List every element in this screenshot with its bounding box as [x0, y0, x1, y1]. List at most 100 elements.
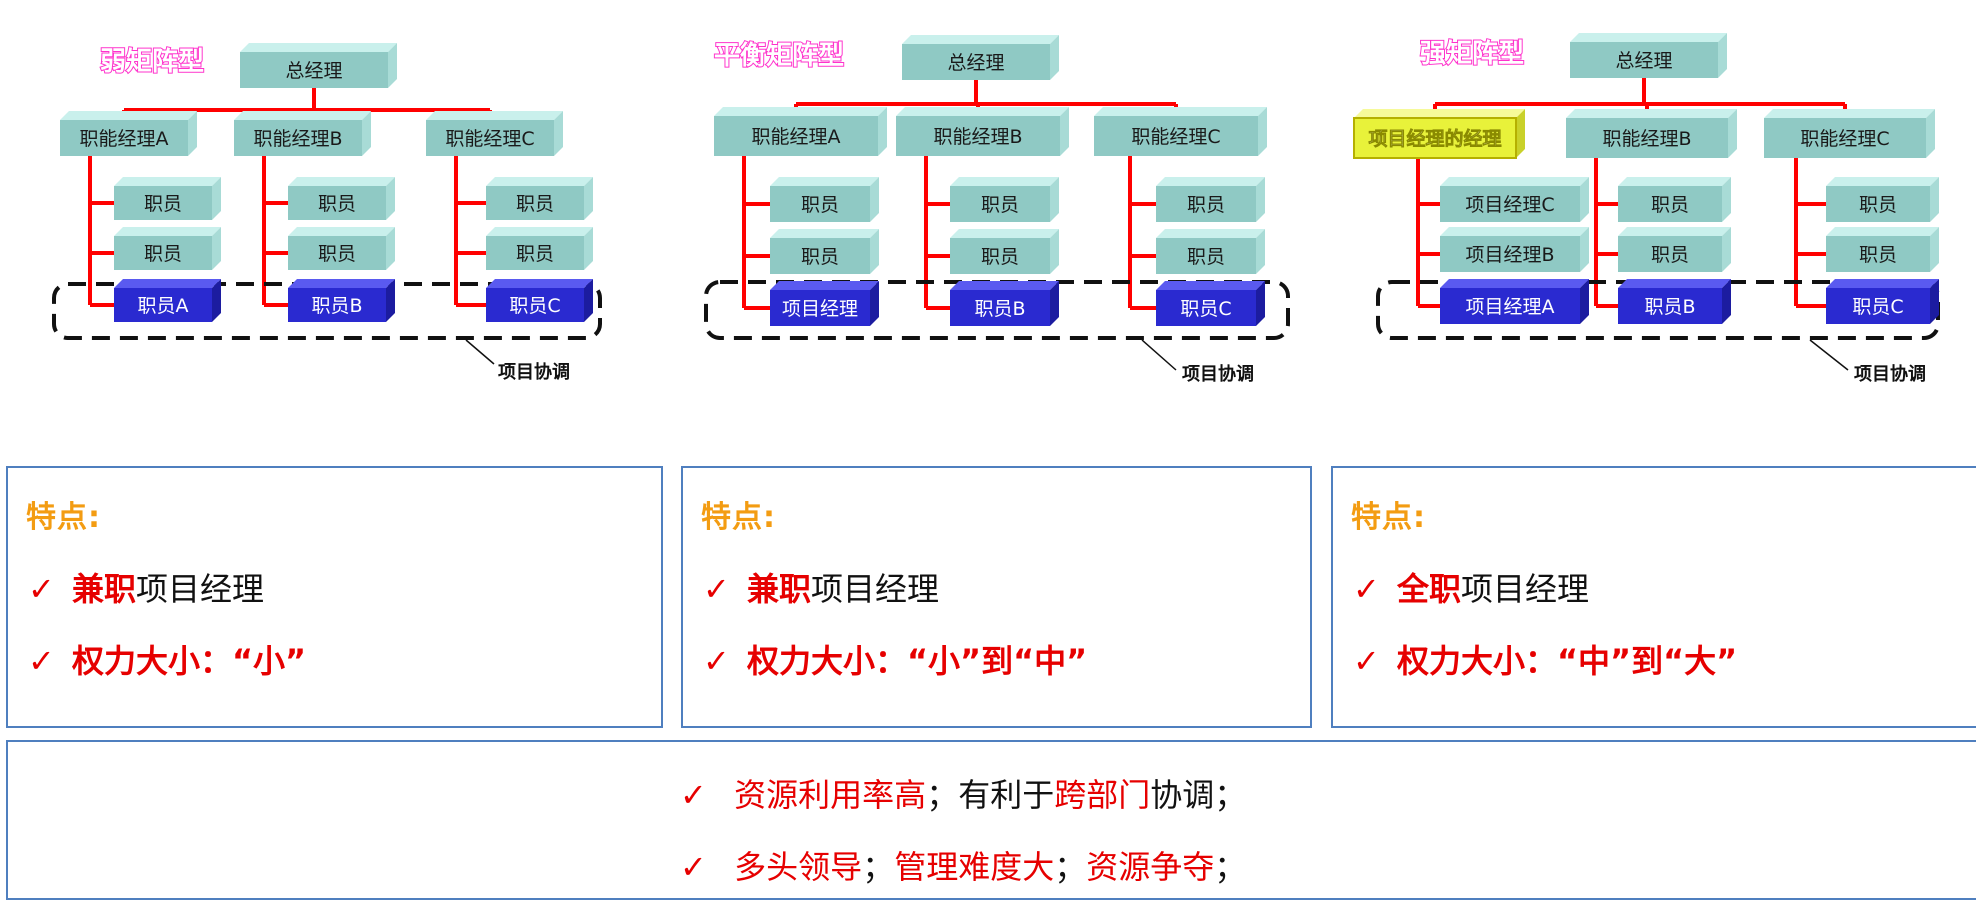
summary-segment: ； — [1054, 848, 1087, 886]
general-manager-box-label: 总经理 — [1615, 50, 1672, 72]
staff-box-label: 职员 — [1651, 244, 1689, 266]
coordination-frame — [704, 280, 1290, 340]
manager-box: 项目经理的经理 — [1353, 109, 1525, 159]
feature-authority: ✓权力大小：“小”到“中” — [703, 642, 1088, 680]
project-member-box: 职员B — [1618, 279, 1731, 324]
manager-box-label: 职能经理B — [253, 128, 342, 150]
project-member-box: 职员B — [950, 281, 1059, 326]
project-member-box: 职员C — [1826, 279, 1939, 324]
summary-segment: 管理难度大 — [894, 848, 1055, 886]
check-icon: ✓ — [703, 570, 730, 608]
staff-box: 职员 — [1826, 227, 1939, 272]
summary-segment: ；有利于 — [926, 776, 1055, 814]
project-member-box-label: 项目经理A — [1466, 296, 1555, 318]
project-member-box-label: 职员C — [509, 295, 560, 317]
staff-box-label: 职员 — [318, 243, 356, 265]
staff-box-label: 职员 — [1859, 194, 1897, 216]
coordination-leader-line — [1141, 339, 1177, 371]
staff-box-label: 职员 — [981, 194, 1019, 216]
summary-segment: 资源争夺 — [1086, 848, 1215, 886]
staff-box: 职员 — [114, 177, 221, 220]
feature-authority: ✓权力大小：“小” — [28, 642, 307, 680]
staff-box-label: 职员 — [516, 193, 554, 215]
staff-box-label: 职员 — [144, 243, 182, 265]
features-panel-weak: 特点: ✓兼职项目经理 ✓权力大小：“小” — [6, 466, 663, 728]
manager-box-label: 职能经理C — [445, 128, 534, 150]
staff-box: 职员 — [288, 227, 395, 270]
summary-panel: ✓ 资源利用率高；有利于跨部门协调； ✓ 多头领导；管理难度大；资源争夺； — [6, 740, 1976, 900]
project-member-box: 职员C — [486, 279, 593, 322]
general-manager-box-label: 总经理 — [285, 60, 342, 82]
project-member-box: 职员A — [114, 279, 221, 322]
summary-segment: 多头领导 — [734, 848, 863, 886]
summary-advantages: ✓ 资源利用率高；有利于跨部门协调； — [680, 770, 1246, 816]
features-title: 特点: — [701, 500, 776, 535]
manager-box-label: 职能经理A — [80, 128, 169, 150]
manager-box: 职能经理C — [1764, 109, 1935, 158]
project-member-box-label: 职员A — [138, 295, 189, 317]
manager-box: 职能经理A — [714, 107, 887, 156]
staff-box-label: 职员 — [801, 246, 839, 268]
staff-box: 职员 — [1618, 227, 1731, 272]
staff-box: 职员 — [1156, 229, 1265, 274]
features-title: 特点: — [1351, 500, 1426, 535]
coordination-leader-line — [465, 339, 495, 365]
check-icon: ✓ — [28, 570, 55, 608]
manager-box-label: 职能经理B — [1602, 128, 1691, 150]
summary-segment: ； — [1214, 848, 1247, 886]
staff-box-label: 职员 — [318, 193, 356, 215]
staff-box-label: 职员 — [1187, 246, 1225, 268]
project-member-box: 项目经理A — [1440, 279, 1589, 324]
manager-box-label: 职能经理A — [752, 126, 841, 148]
project-member-box-label: 职员B — [1644, 296, 1695, 318]
manager-box: 职能经理C — [426, 111, 563, 156]
manager-box-label: 职能经理C — [1131, 126, 1220, 148]
staff-box-label: 职员 — [981, 246, 1019, 268]
staff-box: 职员 — [1618, 177, 1731, 222]
summary-segment: 协调； — [1150, 776, 1247, 814]
features-title: 特点: — [26, 500, 101, 535]
project-member-box: 职员B — [288, 279, 395, 322]
project-member-box-label: 职员B — [311, 295, 362, 317]
staff-box: 项目经理B — [1440, 227, 1589, 272]
general-manager-box: 总经理 — [240, 43, 397, 88]
coordination-label: 项目协调 — [498, 361, 570, 383]
matrix-type-label: 强矩阵型 — [1420, 39, 1524, 69]
coordination-leader-line — [1809, 339, 1849, 371]
manager-box-label: 职能经理C — [1800, 128, 1889, 150]
manager-box-label: 职能经理B — [933, 126, 1022, 148]
features-panel-balanced: 特点: ✓兼职项目经理 ✓权力大小：“小”到“中” — [681, 466, 1312, 728]
check-icon: ✓ — [1353, 570, 1380, 608]
staff-box-label: 职员 — [516, 243, 554, 265]
staff-box: 职员 — [288, 177, 395, 220]
manager-box: 职能经理B — [1566, 109, 1737, 158]
check-icon: ✓ — [680, 848, 707, 886]
staff-box-label: 职员 — [801, 194, 839, 216]
staff-box-label: 职员 — [144, 193, 182, 215]
feature-authority: ✓权力大小：“中”到“大” — [1353, 642, 1738, 680]
staff-box: 职员 — [950, 177, 1059, 222]
check-icon: ✓ — [1353, 642, 1380, 680]
general-manager-box: 总经理 — [1570, 33, 1727, 78]
check-icon: ✓ — [703, 642, 730, 680]
manager-box: 职能经理B — [234, 111, 371, 156]
coordination-label: 项目协调 — [1854, 363, 1926, 385]
staff-box: 职员 — [1826, 177, 1939, 222]
general-manager-box-label: 总经理 — [947, 52, 1004, 74]
staff-box-label: 职员 — [1651, 194, 1689, 216]
feature-pm-role: ✓兼职项目经理 — [28, 570, 265, 608]
project-member-box: 项目经理 — [770, 281, 879, 326]
feature-pm-role: ✓全职项目经理 — [1353, 570, 1590, 608]
staff-box-label: 职员 — [1187, 194, 1225, 216]
summary-segment: ； — [862, 848, 895, 886]
staff-box-label: 项目经理B — [1465, 244, 1554, 266]
check-icon: ✓ — [28, 642, 55, 680]
staff-box: 职员 — [486, 177, 593, 220]
project-member-box-label: 项目经理 — [782, 298, 858, 320]
staff-box-label: 职员 — [1859, 244, 1897, 266]
check-icon: ✓ — [680, 776, 707, 814]
staff-box: 职员 — [950, 229, 1059, 274]
